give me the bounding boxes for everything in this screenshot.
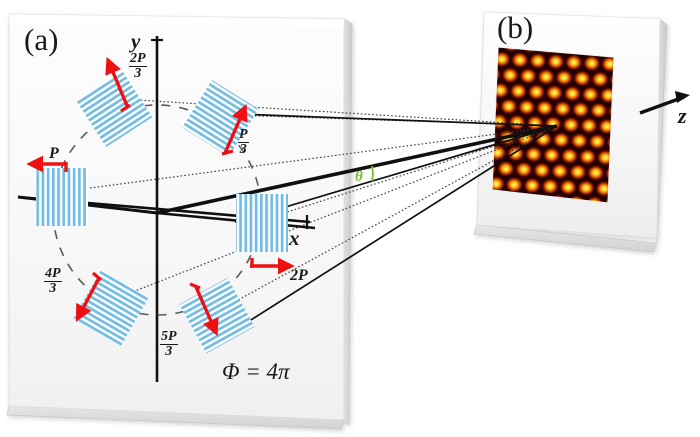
z-axis-label: z [678,103,687,128]
panel-b-label: (b) [497,10,534,45]
beam-label-P: P [49,145,59,162]
beam-5P-3-arrow [189,282,219,337]
phase-label: Φ = 4π [222,359,290,384]
beam-P-3 [182,79,259,157]
beam-2P-3-arrow [105,56,131,113]
beam-label-5P-3-numerator: 5P [161,329,177,344]
beam-label-5P-3-denominator: 3 [160,344,178,359]
beam-2P-3 [75,70,153,148]
theta-angle-label: θ [355,169,363,185]
beam-label-4P-3: 4P 3 [44,266,62,297]
beam-label-P-3-numerator: P [239,127,248,142]
beam-P-3-arrow [221,103,248,156]
principal-ray [156,124,558,215]
beam-label-2P-3-numerator: 2P [130,51,146,66]
beam-label-4P-3-denominator: 3 [44,281,62,296]
beam-label-5P-3: 5P 3 [160,329,178,360]
z-axis-arrow [639,91,690,115]
y-axis-label: y [131,29,141,53]
beam-label-2P: 2P [290,267,308,284]
beam-label-4P-3-numerator: 4P [45,266,61,281]
beam-label-P-3: P 3 [238,127,249,158]
beam-2P [236,194,295,275]
panel-a-label: (a) [24,22,59,57]
beam-label-2P-3-denominator: 3 [129,66,147,81]
beam-label-P-3-denominator: 3 [238,142,249,158]
x-axis-label: x [289,226,300,250]
beam-P [26,155,88,226]
theta-arc [371,165,374,182]
beam-5P-3 [179,277,255,354]
beam-4P-3-arrow [75,271,103,322]
beam-label-2P-3: 2P 3 [129,51,147,82]
